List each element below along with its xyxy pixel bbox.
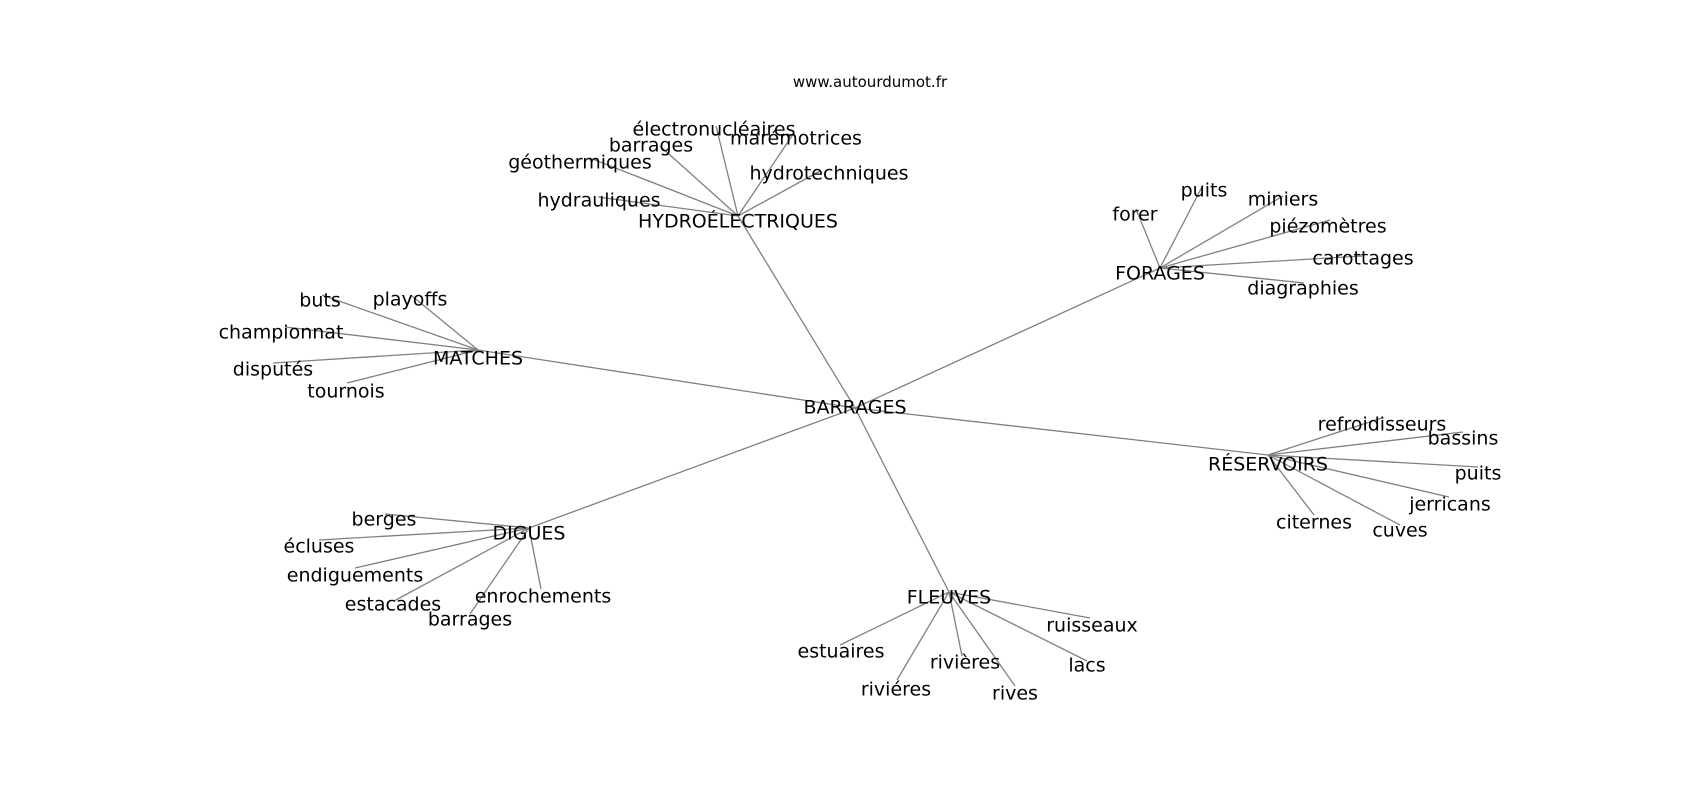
hub-edge [854, 407, 1269, 456]
leaf-edge [948, 591, 963, 657]
leaf-node-label: marémotrices [730, 128, 862, 150]
leaf-node-label: ruisseaux [1046, 615, 1138, 637]
watermark: www.autourdumot.fr [793, 73, 948, 91]
center-node-label: BARRAGES [803, 397, 906, 419]
leaf-edge [737, 132, 795, 217]
leaf-edge [839, 591, 950, 646]
leaf-edge [948, 591, 1088, 662]
leaf-edge [393, 527, 530, 602]
hub-edge [477, 349, 856, 409]
graph-labels: www.autourdumot.fr électronucléairesbarr… [219, 73, 1502, 705]
leaf-node-label: citernes [1276, 512, 1352, 534]
leaf-node-label: endiguements [287, 565, 423, 587]
leaf-node-label: carottages [1312, 248, 1413, 270]
hub-edge [737, 215, 856, 409]
leaf-node-label: écluses [284, 536, 355, 558]
hub-node-label: MATCHES [433, 348, 523, 370]
leaf-edge [1159, 267, 1305, 284]
leaf-edge [1267, 454, 1315, 516]
leaf-edge [1267, 417, 1383, 456]
leaf-node-label: playoffs [373, 289, 448, 311]
leaf-edge [1135, 208, 1161, 269]
leaf-node-label: cuves [1372, 520, 1427, 542]
leaf-node-label: géothermiques [508, 152, 652, 174]
leaf-node-label: rives [992, 683, 1038, 705]
leaf-node-label: diagraphies [1247, 278, 1358, 300]
hub-edge [854, 267, 1161, 409]
leaf-edge [589, 157, 739, 217]
leaf-edge [411, 295, 479, 351]
leaf-edge [284, 326, 479, 351]
leaf-edge [384, 513, 530, 529]
leaf-node-label: jerricans [1408, 494, 1491, 516]
leaf-edge [1267, 431, 1464, 456]
leaf-edge [1159, 195, 1284, 269]
leaf-edge [1159, 255, 1363, 269]
hub-node-label: HYDROÉLECTRIQUES [638, 210, 838, 233]
leaf-node-label: électronucléaires [633, 119, 796, 141]
graph-edges [272, 125, 1479, 687]
leaf-edge [318, 527, 530, 541]
leaf-edge [1267, 454, 1450, 498]
leaf-node-label: barrages [428, 609, 512, 631]
leaf-edge [948, 591, 1091, 619]
leaf-node-label: tournois [307, 381, 384, 403]
leaf-edge [896, 591, 950, 681]
leaf-edge [737, 170, 821, 217]
hub-edge [528, 407, 856, 529]
leaf-edge [469, 527, 530, 615]
leaf-edge [354, 527, 530, 569]
leaf-node-label: barrages [609, 135, 693, 157]
leaf-node-label: enrochements [475, 586, 612, 608]
leaf-edge [321, 294, 479, 351]
leaf-node-label: riviéres [861, 679, 931, 701]
leaf-edge [1267, 454, 1401, 526]
leaf-edge [597, 196, 739, 217]
hub-node-label: RÉSERVOIRS [1208, 453, 1328, 476]
leaf-node-label: rivières [930, 652, 1000, 674]
leaf-edge [528, 527, 542, 590]
leaf-node-label: hydrauliques [537, 190, 660, 212]
leaf-node-label: championnat [219, 322, 344, 344]
hub-node-label: FORAGES [1115, 263, 1205, 285]
leaf-node-label: berges [352, 509, 417, 531]
leaf-edge [659, 145, 739, 217]
hub-node-label: DIGUES [493, 523, 566, 545]
leaf-edge [1159, 184, 1204, 269]
leaf-edge [272, 349, 479, 364]
leaf-node-label: piézomètres [1269, 216, 1386, 238]
leaf-node-label: hydrotechniques [749, 163, 908, 185]
leaf-node-label: bassins [1428, 428, 1499, 450]
leaf-node-label: refroidisseurs [1318, 414, 1447, 436]
hub-node-label: FLEUVES [907, 587, 992, 609]
leaf-node-label: buts [299, 290, 340, 312]
leaf-edge [715, 125, 739, 217]
leaf-edge [346, 349, 479, 384]
leaf-node-label: estacades [345, 594, 441, 616]
leaf-node-label: puits [1181, 180, 1228, 202]
leaf-node-label: estuaires [798, 641, 885, 663]
leaf-node-label: lacs [1068, 655, 1105, 677]
leaf-edge [948, 591, 1016, 687]
leaf-edge [1267, 454, 1479, 468]
leaf-edge [1159, 219, 1331, 269]
leaf-node-label: forer [1112, 204, 1157, 226]
leaf-node-label: disputés [233, 359, 313, 381]
leaf-node-label: puits [1455, 463, 1502, 485]
hub-edge [854, 407, 950, 593]
leaf-node-label: miniers [1248, 189, 1319, 211]
